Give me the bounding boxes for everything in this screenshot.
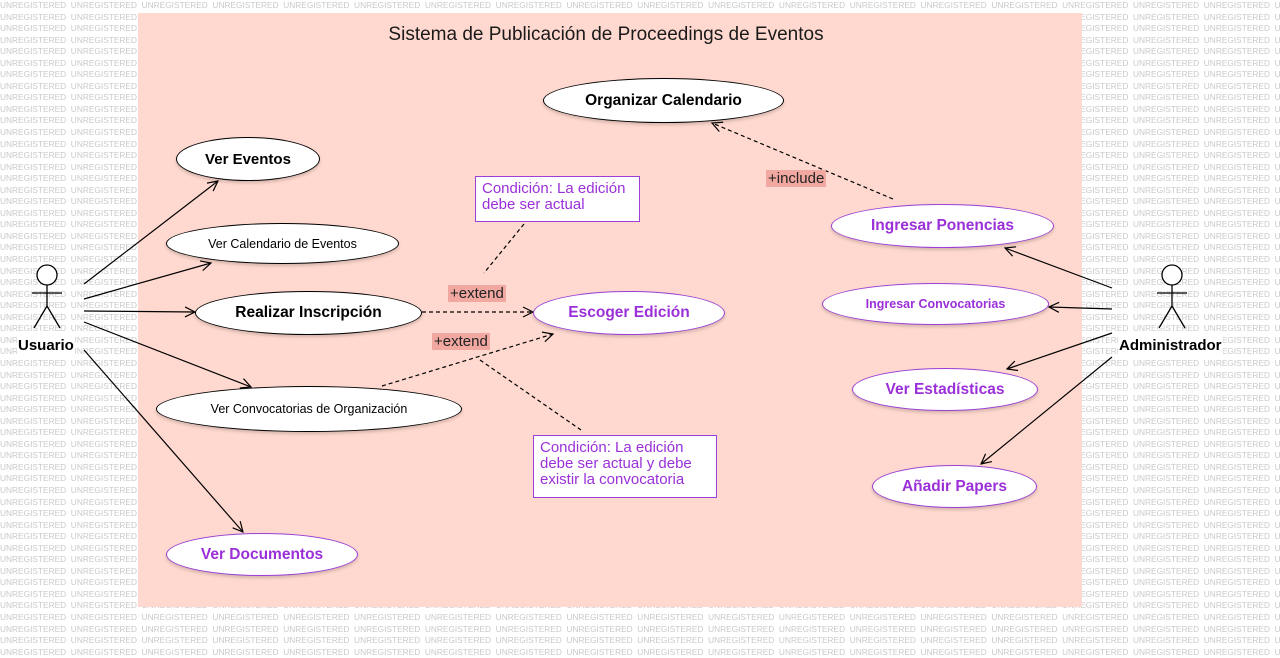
usecase-anadir-papers[interactable]: Añadir Papers: [872, 465, 1037, 508]
diagram-title: Sistema de Publicación de Proceedings de…: [388, 24, 824, 45]
usecase-ver-documentos-label: Ver Documentos: [200, 545, 324, 563]
include-label: +include: [766, 170, 827, 187]
usecase-escoger-edicion-label: Escoger Edición: [568, 304, 690, 321]
note-edicion-convocatoria[interactable]: Condición: La edición debe ser actual y …: [533, 435, 717, 498]
usecase-ver-estadisticas[interactable]: Ver Estadísticas: [852, 368, 1038, 411]
usecase-organizar-calendario-label: Organizar Calendario: [585, 91, 742, 109]
assoc-admin-ver-estadisticas: [1007, 332, 1113, 369]
assoc-user-ver-calendario: [83, 263, 211, 300]
user-actor-label: Usuario: [17, 337, 75, 354]
usecase-ver-convocatorias-label: Ver Convocatorias de Organización: [210, 402, 408, 416]
assoc-user-ver-convocatorias: [83, 321, 251, 387]
extend-convocatorias-edicion: [381, 334, 553, 387]
assoc-admin-anadir-papers: [981, 356, 1113, 464]
assoc-admin-ingresar-convocatorias: [1049, 307, 1113, 309]
assoc-user-ver-eventos: [83, 181, 218, 285]
usecase-ingresar-convocatorias[interactable]: Ingresar Convocatorias: [822, 283, 1049, 325]
usecase-realizar-inscripcion[interactable]: Realizar Inscripción: [195, 291, 422, 335]
admin-actor-figure[interactable]: [1157, 264, 1187, 329]
extend-label-convocatorias: +extend: [432, 333, 490, 350]
extend-label-inscripcion: +extend: [448, 285, 506, 302]
usecase-organizar-calendario[interactable]: Organizar Calendario: [543, 78, 784, 123]
usecase-ver-eventos[interactable]: Ver Eventos: [176, 137, 320, 181]
usecase-escoger-edicion[interactable]: Escoger Edición: [533, 291, 725, 335]
assoc-user-ver-documentos: [83, 349, 243, 532]
usecase-ingresar-convocatorias-label: Ingresar Convocatorias: [865, 297, 1006, 311]
usecase-ver-estadisticas-label: Ver Estadísticas: [885, 380, 1005, 398]
note1-anchor: [483, 223, 525, 274]
note-edicion-actual[interactable]: Condición: La edición debe ser actual: [475, 176, 640, 222]
admin-actor-label: Administrador: [1118, 337, 1223, 354]
usecase-ver-calendario-label: Ver Calendario de Eventos: [208, 236, 357, 251]
usecase-ver-documentos[interactable]: Ver Documentos: [166, 533, 358, 576]
usecase-ingresar-ponencias[interactable]: Ingresar Ponencias: [831, 204, 1054, 248]
assoc-admin-ingresar-ponencias: [1005, 248, 1113, 289]
note2-anchor: [479, 359, 582, 431]
usecase-realizar-inscripcion-label: Realizar Inscripción: [235, 304, 382, 321]
usecase-ver-eventos-label: Ver Eventos: [205, 150, 291, 168]
include-ponencias-calendario: [712, 123, 894, 200]
user-actor-figure[interactable]: [32, 264, 62, 329]
usecase-anadir-papers-label: Añadir Papers: [901, 477, 1008, 495]
assoc-user-realizar-inscripcion: [83, 311, 195, 312]
usecase-ver-calendario[interactable]: Ver Calendario de Eventos: [166, 223, 399, 264]
usecase-ver-convocatorias[interactable]: Ver Convocatorias de Organización: [156, 386, 462, 432]
usecase-ingresar-ponencias-label: Ingresar Ponencias: [870, 217, 1014, 234]
